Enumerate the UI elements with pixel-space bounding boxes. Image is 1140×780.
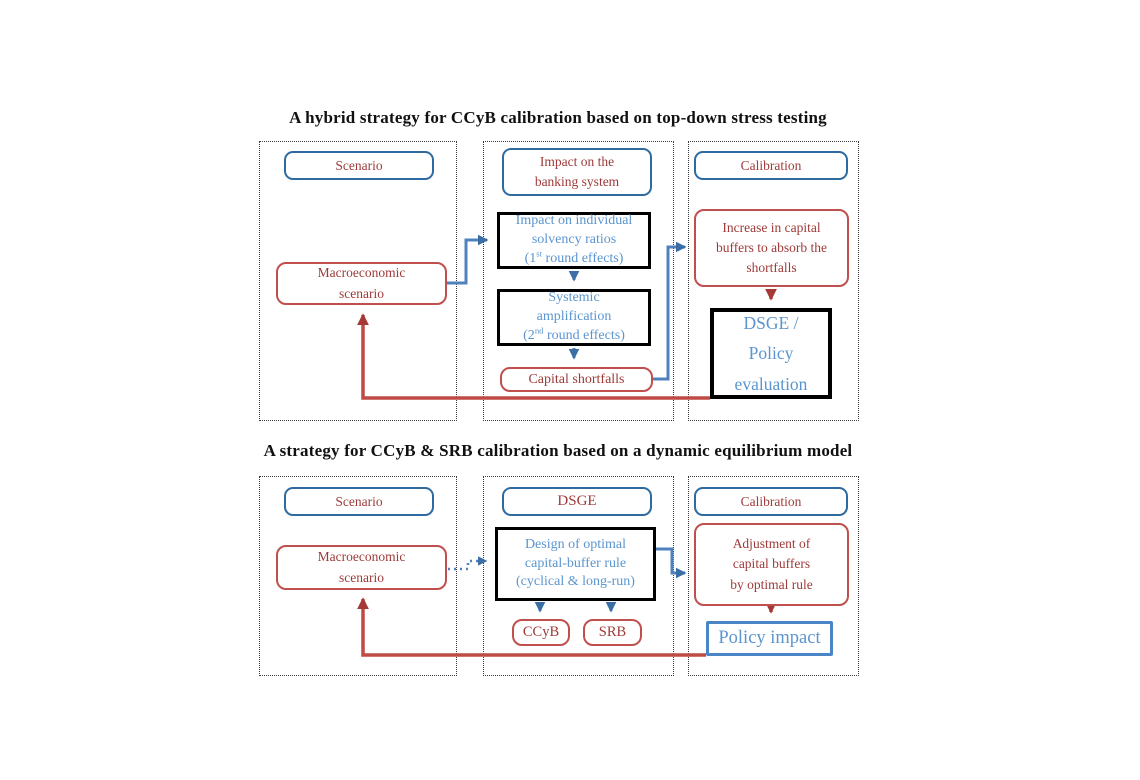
text-line: Scenario bbox=[335, 493, 383, 509]
text-line: Impact on the bbox=[539, 154, 615, 170]
connector-dsge-eval-feedback-to-macro bbox=[357, 313, 710, 400]
text-line: Policy impact bbox=[718, 628, 821, 649]
text-line: Calibration bbox=[740, 157, 802, 173]
d1-calibration-header-box: Calibration bbox=[694, 151, 848, 180]
d2-srb-box: SRB bbox=[583, 619, 642, 646]
d2-optimal-rule-design-box: Design of optimal capital-buffer rule (c… bbox=[495, 527, 656, 601]
d1-scenario-header-box: Scenario bbox=[284, 151, 434, 180]
text-line: (cyclical & long-run) bbox=[516, 574, 635, 590]
text-fragment: round effects) bbox=[542, 250, 624, 266]
text-line: (2nd round effects) bbox=[523, 325, 625, 346]
text-line: evaluation bbox=[734, 373, 808, 394]
d2-policy-impact-box: Policy impact bbox=[706, 621, 833, 656]
d1-dsge-policy-evaluation-box: DSGE / Policy evaluation bbox=[710, 308, 832, 399]
text-line: Increase in capital bbox=[722, 219, 821, 235]
diagram1-title: A hybrid strategy for CCyB calibration b… bbox=[289, 108, 827, 127]
text-line: amplification bbox=[536, 309, 612, 325]
connector-design-to-adjustment bbox=[656, 547, 687, 579]
d2-dsge-header-box: DSGE bbox=[502, 487, 652, 516]
text-line: Systemic bbox=[548, 290, 600, 306]
connector-macro-to-design-dotted bbox=[448, 556, 488, 571]
d2-ccyb-box: CCyB bbox=[512, 619, 570, 646]
text-line: DSGE / bbox=[743, 313, 799, 334]
d2-calibration-header-box: Calibration bbox=[694, 487, 848, 516]
text-line: Adjustment of bbox=[732, 536, 811, 552]
diagram2-title: A strategy for CCyB & SRB calibration ba… bbox=[263, 441, 853, 460]
d2-adjustment-buffers-box: Adjustment of capital buffers by optimal… bbox=[694, 523, 849, 606]
connector-shortfalls-to-increase bbox=[653, 241, 687, 381]
superscript: st bbox=[536, 248, 543, 259]
text-line: Impact on individual bbox=[515, 213, 633, 229]
d1-banking-impact-header-box: Impact on the banking system bbox=[502, 148, 652, 196]
text-line: scenario bbox=[339, 569, 384, 585]
connector-macro-to-solvency bbox=[447, 234, 489, 285]
text-fragment: (1 bbox=[524, 250, 537, 266]
text-line: capital buffers bbox=[732, 556, 811, 572]
text-line: (1st round effects) bbox=[524, 248, 624, 269]
text-line: capital-buffer rule bbox=[524, 555, 627, 571]
superscript: nd bbox=[534, 325, 544, 336]
text-line: Macroeconomic bbox=[317, 265, 406, 281]
text-line: buffers to absorb the bbox=[715, 239, 828, 255]
text-line: by optimal rule bbox=[730, 576, 813, 592]
text-line: Calibration bbox=[740, 493, 802, 509]
d1-macroeconomic-scenario-box: Macroeconomic scenario bbox=[276, 262, 447, 305]
text-line: solvency ratios bbox=[531, 232, 617, 248]
d2-scenario-header-box: Scenario bbox=[284, 487, 434, 516]
text-line: Macroeconomic bbox=[317, 549, 406, 565]
d1-capital-shortfalls-box: Capital shortfalls bbox=[500, 367, 653, 392]
d1-systemic-amplification-box: Systemic amplification (2nd round effect… bbox=[497, 289, 651, 346]
text-line: DSGE bbox=[557, 492, 597, 509]
text-line: CCyB bbox=[522, 623, 560, 640]
text-line: Policy bbox=[748, 343, 794, 364]
text-line: Capital shortfalls bbox=[528, 372, 625, 387]
d1-solvency-impact-box: Impact on individual solvency ratios (1s… bbox=[497, 212, 651, 269]
text-line: Scenario bbox=[335, 157, 383, 173]
text-line: banking system bbox=[534, 174, 620, 189]
text-line: shortfalls bbox=[746, 260, 797, 276]
text-line: scenario bbox=[339, 285, 384, 301]
text-fragment: round effects) bbox=[543, 327, 625, 343]
d1-increase-buffers-box: Increase in capital buffers to absorb th… bbox=[694, 209, 849, 287]
text-line: Design of optimal bbox=[524, 536, 627, 552]
text-line: SRB bbox=[598, 623, 627, 640]
connector-policy-impact-feedback-to-macro bbox=[357, 597, 706, 657]
text-fragment: (2 bbox=[523, 327, 535, 343]
d2-macroeconomic-scenario-box: Macroeconomic scenario bbox=[276, 545, 447, 590]
